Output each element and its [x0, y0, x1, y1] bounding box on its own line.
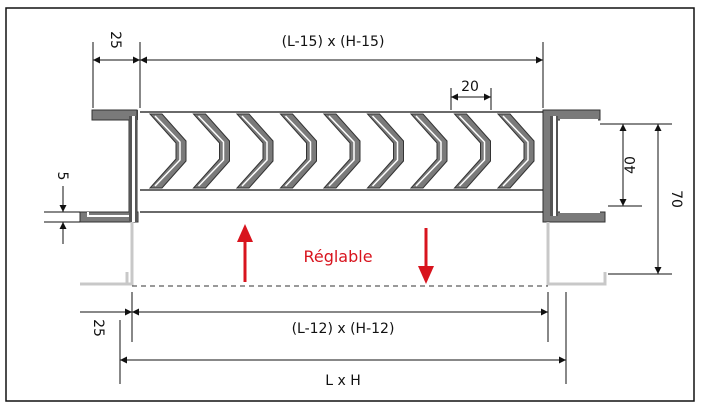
up-arrow-icon: [237, 224, 253, 282]
blade-box: [140, 111, 543, 213]
blade-2: [192, 113, 230, 189]
label-bottom-inner-width: (L-12) x (H-12): [292, 321, 395, 337]
adjusted-position-outline: [80, 222, 607, 286]
label-bottom-outer-width: 25: [90, 319, 106, 337]
blade-highlight-5: [328, 115, 355, 187]
label-height-outer: 70: [668, 190, 684, 208]
right-frame-profile: [542, 109, 606, 223]
bottom-dimensions: [80, 292, 567, 384]
blade-highlight-8: [458, 115, 486, 187]
blade-7: [409, 113, 448, 189]
blade-highlight-1: [154, 115, 181, 187]
blade-highlight-3: [241, 115, 268, 187]
label-top-outer-width: 25: [107, 31, 123, 49]
label-overall-size: L x H: [325, 373, 361, 389]
blade-highlight-7: [415, 115, 442, 187]
left-frame-profile: [79, 109, 139, 223]
blade-highlight-6: [371, 115, 399, 187]
left-thickness-dimension: [44, 186, 80, 244]
label-top-inner-width: (L-15) x (H-15): [282, 34, 385, 50]
label-frame-thickness: 5: [54, 172, 70, 181]
blade-3: [235, 113, 274, 189]
down-arrow-icon: [418, 228, 434, 284]
label-blade-pitch: 20: [461, 79, 479, 95]
blade-1: [148, 113, 187, 189]
blade-highlight-4: [284, 115, 312, 187]
blade-8: [453, 113, 491, 189]
top-dimensions: [92, 42, 544, 110]
blade-group: [148, 113, 535, 189]
label-adjustable: Réglable: [303, 247, 372, 266]
blade-9: [496, 113, 535, 189]
blade-highlight-9: [502, 115, 529, 187]
label-height-inner: 40: [623, 156, 639, 174]
outer-border: [5, 7, 695, 402]
right-dimensions: [600, 123, 672, 275]
blade-4: [279, 113, 317, 189]
blade-highlight-2: [197, 115, 225, 187]
blade-6: [366, 113, 404, 189]
blade-5: [322, 113, 361, 189]
